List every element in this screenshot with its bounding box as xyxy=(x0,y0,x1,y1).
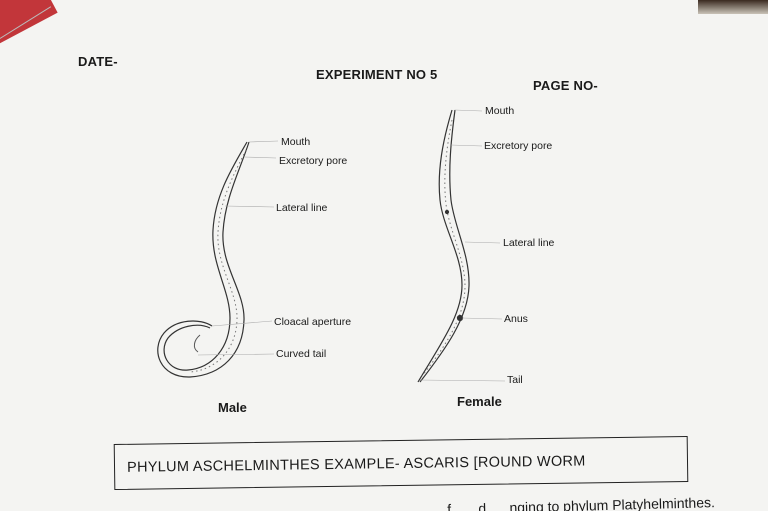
top-right-shadow xyxy=(698,0,768,14)
experiment-title: EXPERIMENT NO 5 xyxy=(316,67,438,82)
female-mouth-label: Mouth xyxy=(485,105,515,117)
male-cloacal-aperture-label: Cloacal aperture xyxy=(274,316,352,328)
male-caption: Male xyxy=(218,400,247,415)
male-curved-tail-label: Curved tail xyxy=(276,348,327,360)
female-worm-drawing xyxy=(417,109,506,383)
male-lateral-line-label: Lateral line xyxy=(276,202,328,214)
male-mouth-label: Mouth xyxy=(281,136,311,148)
female-caption: Female xyxy=(457,394,502,409)
female-excretory-pore-label: Excretory pore xyxy=(484,140,553,152)
male-excretory-pore-label: Excretory pore xyxy=(279,155,348,167)
female-anus-label: Anus xyxy=(504,313,528,325)
title-box-text: PHYLUM ASCHELMINTHES EXAMPLE- ASCARIS [R… xyxy=(126,453,586,476)
female-lateral-line-label: Lateral line xyxy=(503,237,555,249)
anus-dot xyxy=(456,314,464,322)
date-label: DATE- xyxy=(78,54,118,69)
page-number-label: PAGE NO- xyxy=(533,78,598,93)
female-tail-label: Tail xyxy=(507,374,523,386)
male-worm-drawing xyxy=(157,140,279,378)
title-box: PHYLUM ASCHELMINTHES EXAMPLE- ASCARIS [R… xyxy=(113,435,689,491)
